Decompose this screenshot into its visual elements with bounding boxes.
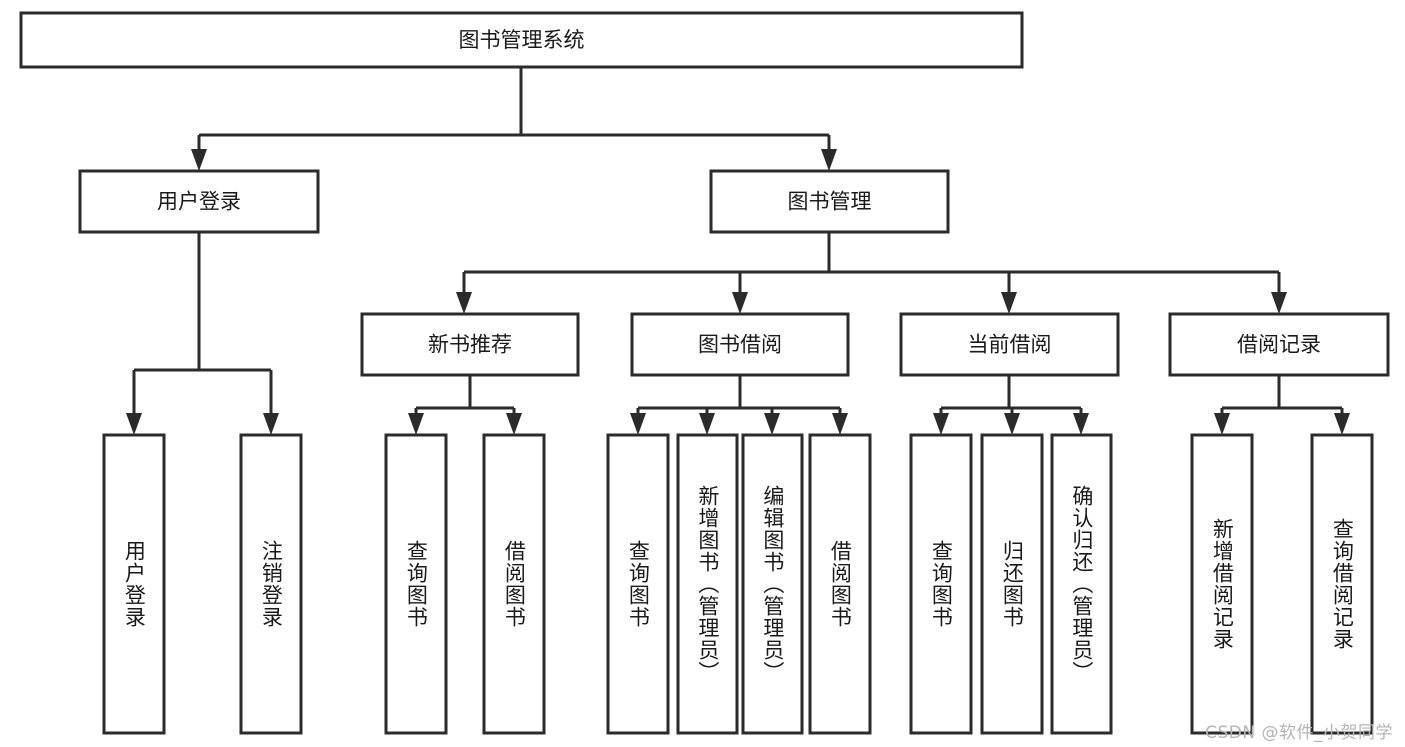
node-box-records[interactable] <box>1168 312 1390 377</box>
node-label-newbook: 新书推荐 <box>428 333 512 357</box>
node-label-records: 借阅记录 <box>1237 333 1321 357</box>
arrow-head-icon <box>408 413 424 435</box>
connectors-layer <box>126 67 1350 435</box>
node-box-root[interactable] <box>19 11 1024 69</box>
node-box-leaf-login-2[interactable] <box>239 433 303 735</box>
arrow-head-icon <box>933 413 949 435</box>
node-box-leaf-rec-2[interactable] <box>1310 433 1374 735</box>
arrow-head-icon <box>1073 413 1089 435</box>
node-box-bookmgr[interactable] <box>709 169 950 234</box>
connector-group-newbook-children <box>408 375 522 435</box>
node-box-leaf-rec-1[interactable] <box>1190 433 1254 735</box>
node-box-leaf-new-2[interactable] <box>482 433 546 735</box>
connector-group-borrow-children <box>630 375 848 435</box>
arrow-head-icon <box>1214 413 1230 435</box>
node-box-leaf-bor-1[interactable] <box>606 433 670 735</box>
connector-group-root-children <box>191 67 837 171</box>
connector-group-current-children <box>933 375 1089 435</box>
node-label-borrow: 图书借阅 <box>698 333 782 357</box>
arrow-head-icon <box>506 413 522 435</box>
arrow-head-icon <box>630 413 646 435</box>
node-label-login: 用户登录 <box>157 190 241 214</box>
node-box-leaf-cur-3[interactable] <box>1050 433 1113 735</box>
arrow-head-icon <box>263 413 279 435</box>
connector-group-login-children <box>126 232 279 435</box>
node-box-leaf-new-1[interactable] <box>384 433 448 735</box>
arrow-head-icon <box>126 413 142 435</box>
node-boxes-layer <box>19 11 1390 735</box>
node-box-leaf-cur-2[interactable] <box>980 433 1044 735</box>
arrow-head-icon <box>191 149 207 171</box>
node-label-root: 图书管理系统 <box>459 28 585 52</box>
node-box-leaf-bor-4[interactable] <box>808 433 872 735</box>
node-box-login[interactable] <box>78 169 320 234</box>
arrow-head-icon <box>1001 292 1017 314</box>
node-label-current: 当前借阅 <box>968 333 1052 357</box>
node-box-leaf-login-1[interactable] <box>102 433 166 735</box>
node-box-leaf-bor-3[interactable] <box>741 433 804 735</box>
arrow-head-icon <box>821 149 837 171</box>
arrow-head-icon <box>732 292 748 314</box>
arrow-head-icon <box>1271 292 1287 314</box>
node-label-bookmgr: 图书管理 <box>788 190 872 214</box>
connector-group-bookmgr-children <box>456 232 1287 314</box>
watermark: CSDN @软件_小贺同学 <box>1205 723 1393 743</box>
arrow-head-icon <box>764 413 780 435</box>
arrow-head-icon <box>1004 413 1020 435</box>
arrow-head-icon <box>832 413 848 435</box>
node-box-leaf-cur-1[interactable] <box>909 433 973 735</box>
node-box-current[interactable] <box>899 312 1120 377</box>
arrow-head-icon <box>699 413 715 435</box>
node-box-borrow[interactable] <box>630 312 850 377</box>
arrow-head-icon <box>1334 413 1350 435</box>
arrow-head-icon <box>456 292 472 314</box>
node-box-leaf-bor-2[interactable] <box>676 433 739 735</box>
node-box-newbook[interactable] <box>360 312 580 377</box>
connector-group-records-children <box>1214 375 1350 435</box>
